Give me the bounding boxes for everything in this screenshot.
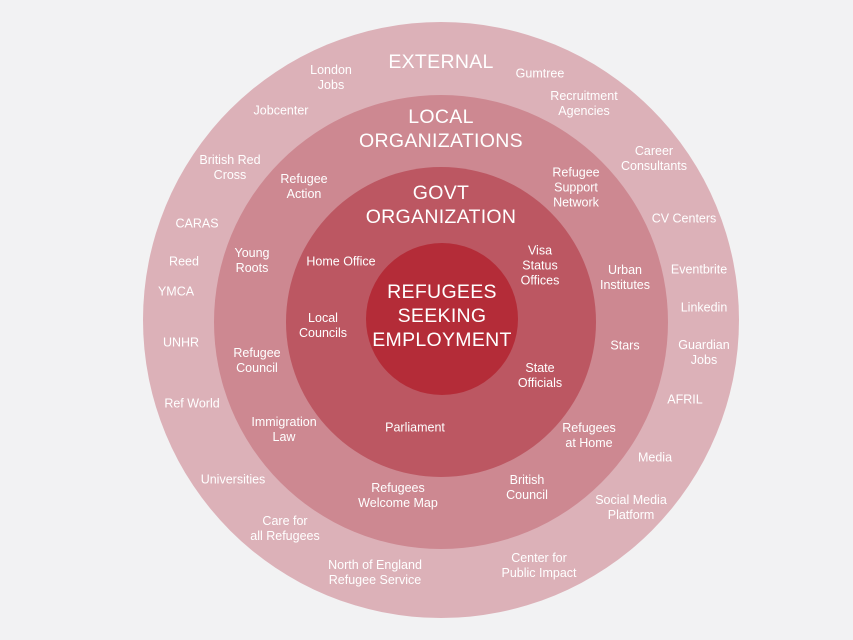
external-item: Linkedin [680,300,728,315]
external-item: Guardian Jobs [678,338,730,367]
local-item: Refugees Welcome Map [358,481,438,510]
external-item: YMCA [157,284,195,299]
external-item: London Jobs [310,63,352,92]
govt-item: Visa Status Offices [520,243,560,288]
external-item: Recruitment Agencies [550,89,618,118]
external-item: Career Consultants [620,144,688,173]
local-item: Immigration Law [251,415,317,444]
external-item: UNHR [162,335,200,350]
local-item: British Council [506,473,548,502]
core-circle [366,243,518,395]
external-item: Ref World [164,396,220,411]
govt-item: State Officials [517,361,563,390]
core-title: REFUGEES SEEKING EMPLOYMENT [372,281,512,351]
govt-item: Home Office [306,254,376,269]
external-title: EXTERNAL [388,51,494,73]
external-item: AFRIL [667,392,703,407]
govt-item: Parliament [385,420,445,435]
local-item: Urban Institutes [599,263,651,292]
external-item: Gumtree [515,66,565,81]
govt-item: Local Councils [299,311,347,340]
external-item: Media [637,450,673,465]
external-item: CV Centers [651,211,717,226]
local-item: Stars [610,338,640,353]
local-item: Refugee Action [280,172,328,201]
local-item: Refugee Council [233,346,281,375]
external-item: British Red Cross [199,153,261,182]
external-item: Jobcenter [253,103,309,118]
external-item: Reed [169,254,199,269]
external-item: Care for all Refugees [250,514,320,543]
local-item: Refugee Support Network [552,165,600,210]
external-item: Universities [200,472,266,487]
govt-organization-title: GOVT ORGANIZATION [365,182,517,228]
local-item: Refugees at Home [562,421,616,450]
external-item: Eventbrite [670,262,728,277]
local-organizations-title: LOCAL ORGANIZATIONS [359,106,523,152]
external-item: Social Media Platform [595,493,667,522]
external-item: Center for Public Impact [501,551,577,580]
external-item: North of England Refugee Service [328,558,422,587]
external-item: CARAS [175,216,219,231]
local-item: Young Roots [234,246,270,275]
